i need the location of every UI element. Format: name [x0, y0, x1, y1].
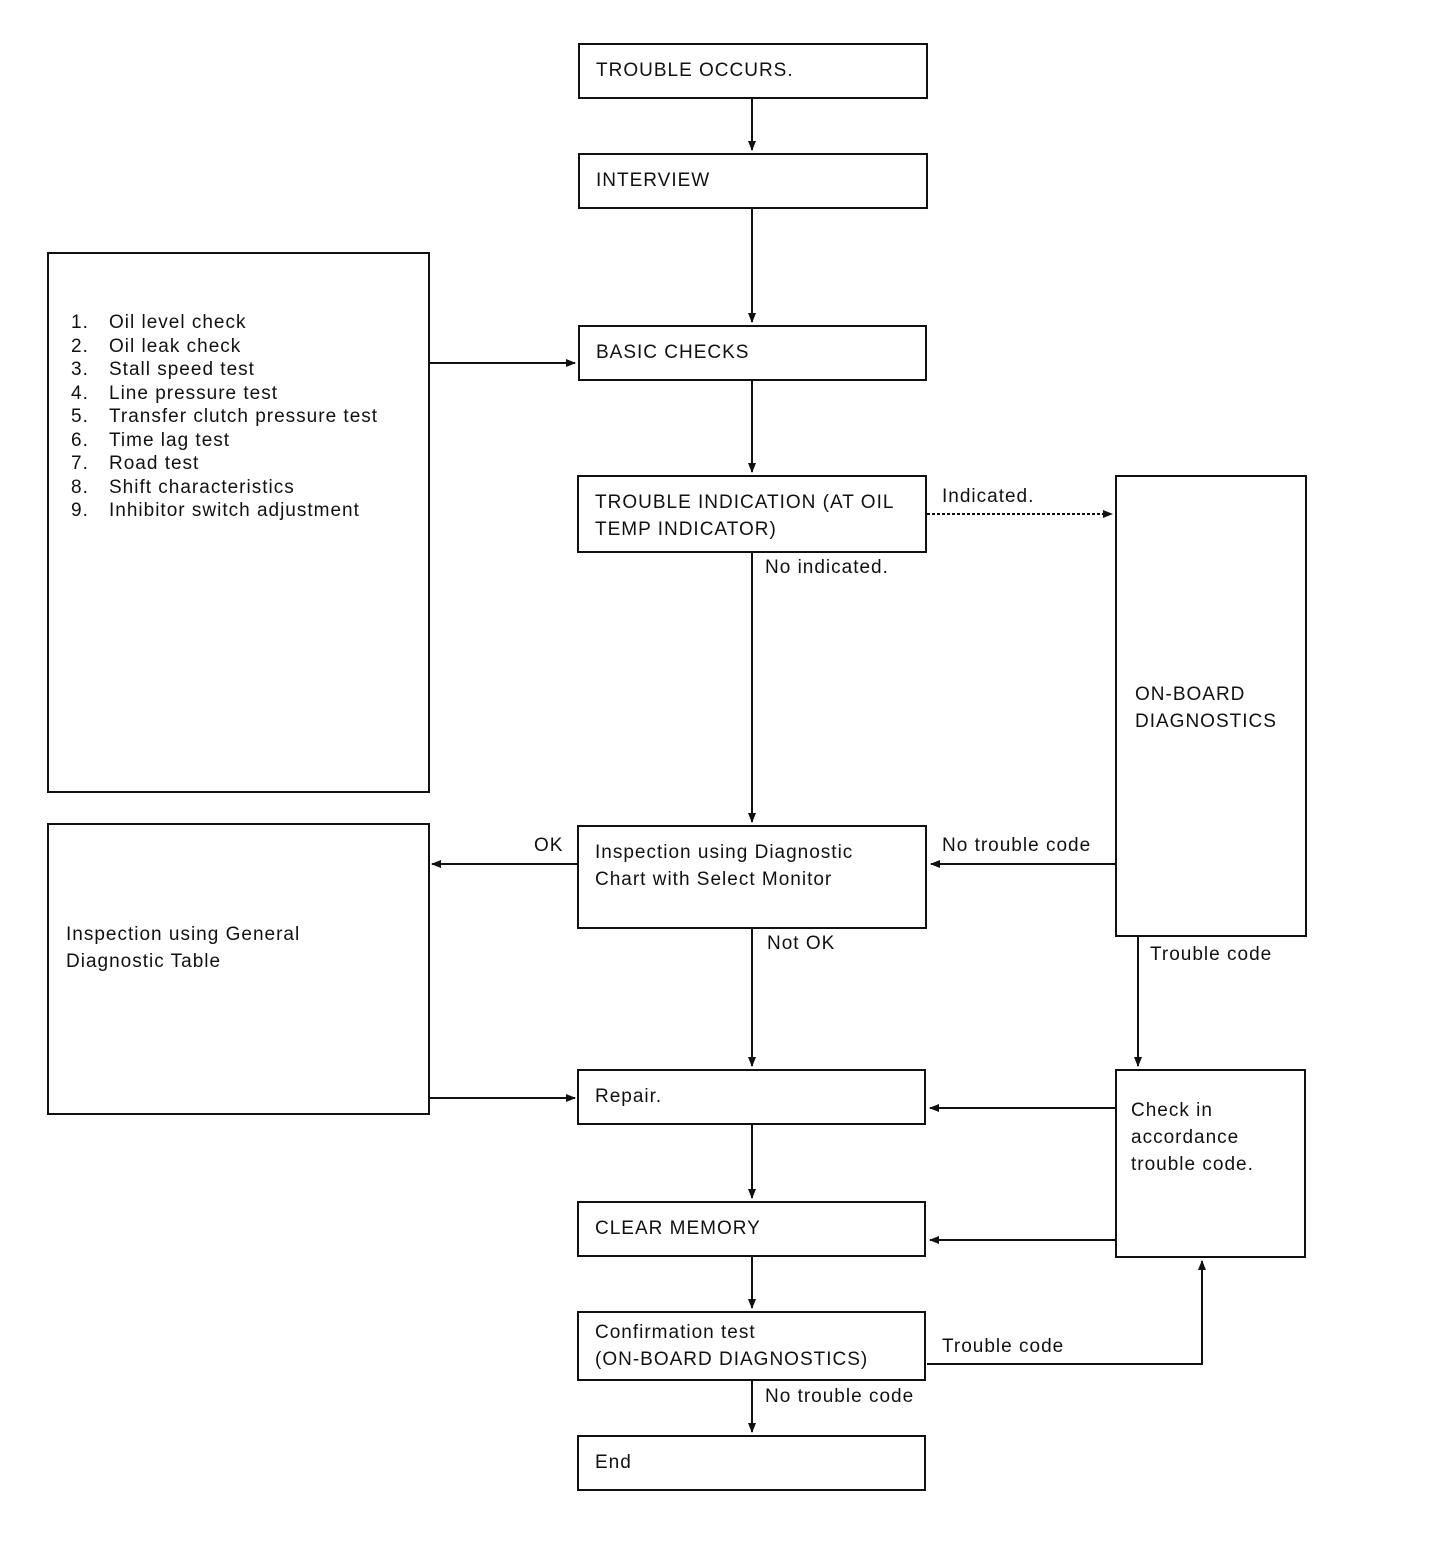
basic-check-item: 7. Road test [71, 452, 428, 476]
node-inspection-select-monitor: Inspection using Diagnostic Chart with S… [577, 825, 927, 929]
basic-check-number: 2. [71, 335, 89, 357]
basic-check-text: Oil level check [109, 312, 247, 333]
basic-check-number: 4. [71, 382, 89, 404]
basic-check-text: Shift characteristics [109, 476, 295, 498]
node-repair: Repair. [577, 1069, 926, 1125]
basic-check-item: 9. Inhibitor switch adjustment [71, 499, 428, 523]
label-indicated: Indicated. [942, 486, 1035, 507]
basic-check-number: 6. [71, 429, 89, 451]
basic-check-text: Line pressure test [109, 382, 279, 404]
label-trouble-code-confirmation: Trouble code [942, 1336, 1065, 1357]
basic-check-item: 4. Line pressure test [71, 382, 428, 406]
basic-check-item: 3. Stall speed test [71, 358, 428, 382]
label-not-ok: Not OK [767, 933, 836, 954]
node-trouble-indication: TROUBLE INDICATION (AT OIL TEMP INDICATO… [577, 475, 927, 553]
basic-check-text: Time lag test [109, 429, 231, 451]
basic-check-number: 7. [71, 453, 89, 474]
basic-check-number: 8. [71, 476, 89, 498]
basic-check-number: 3. [71, 359, 89, 380]
label-no-trouble-code-onboard: No trouble code [942, 835, 1092, 856]
basic-check-item: 8. Shift characteristics [71, 476, 428, 500]
arrow-confirmation-to-check [927, 1260, 1206, 1365]
node-inspection-general-table: Inspection using General Diagnostic Tabl… [47, 823, 430, 1115]
label-trouble-code-onboard: Trouble code [1150, 944, 1273, 965]
basic-check-text: Transfer clutch pressure test [109, 406, 379, 427]
basic-check-text: Stall speed test [109, 359, 255, 380]
basic-checks-list: 1. Oil level check 2. Oil leak check 3. Stall… [71, 311, 428, 523]
basic-check-item: 2. Oil leak check [71, 335, 428, 359]
basic-check-item: 1. Oil level check [71, 311, 428, 335]
basic-check-number: 5. [71, 406, 89, 427]
basic-check-text: Inhibitor switch adjustment [109, 500, 360, 521]
basic-check-item: 6. Time lag test [71, 429, 428, 453]
node-interview: INTERVIEW [578, 153, 928, 209]
label-no-trouble-code-confirmation: No trouble code [765, 1386, 915, 1407]
node-check-trouble-code: Check in accordance trouble code. [1115, 1069, 1306, 1258]
basic-check-text: Road test [109, 453, 200, 474]
label-ok: OK [534, 835, 564, 856]
node-confirmation-test: Confirmation test (ON-BOARD DIAGNOSTICS) [577, 1311, 926, 1381]
basic-check-number: 9. [71, 500, 89, 521]
basic-check-number: 1. [71, 312, 89, 333]
basic-check-text: Oil leak check [109, 335, 242, 357]
node-basic-checks: BASIC CHECKS [578, 325, 927, 381]
label-no-indicated: No indicated. [765, 557, 889, 578]
node-end: End [577, 1435, 926, 1491]
node-on-board-diagnostics: ON-BOARD DIAGNOSTICS [1115, 475, 1307, 937]
basic-checks-list-box: 1. Oil level check 2. Oil leak check 3. Stall… [47, 252, 430, 793]
node-clear-memory: CLEAR MEMORY [577, 1201, 926, 1257]
node-trouble-occurs: TROUBLE OCCURS. [578, 43, 928, 99]
basic-check-item: 5. Transfer clutch pressure test [71, 405, 428, 429]
